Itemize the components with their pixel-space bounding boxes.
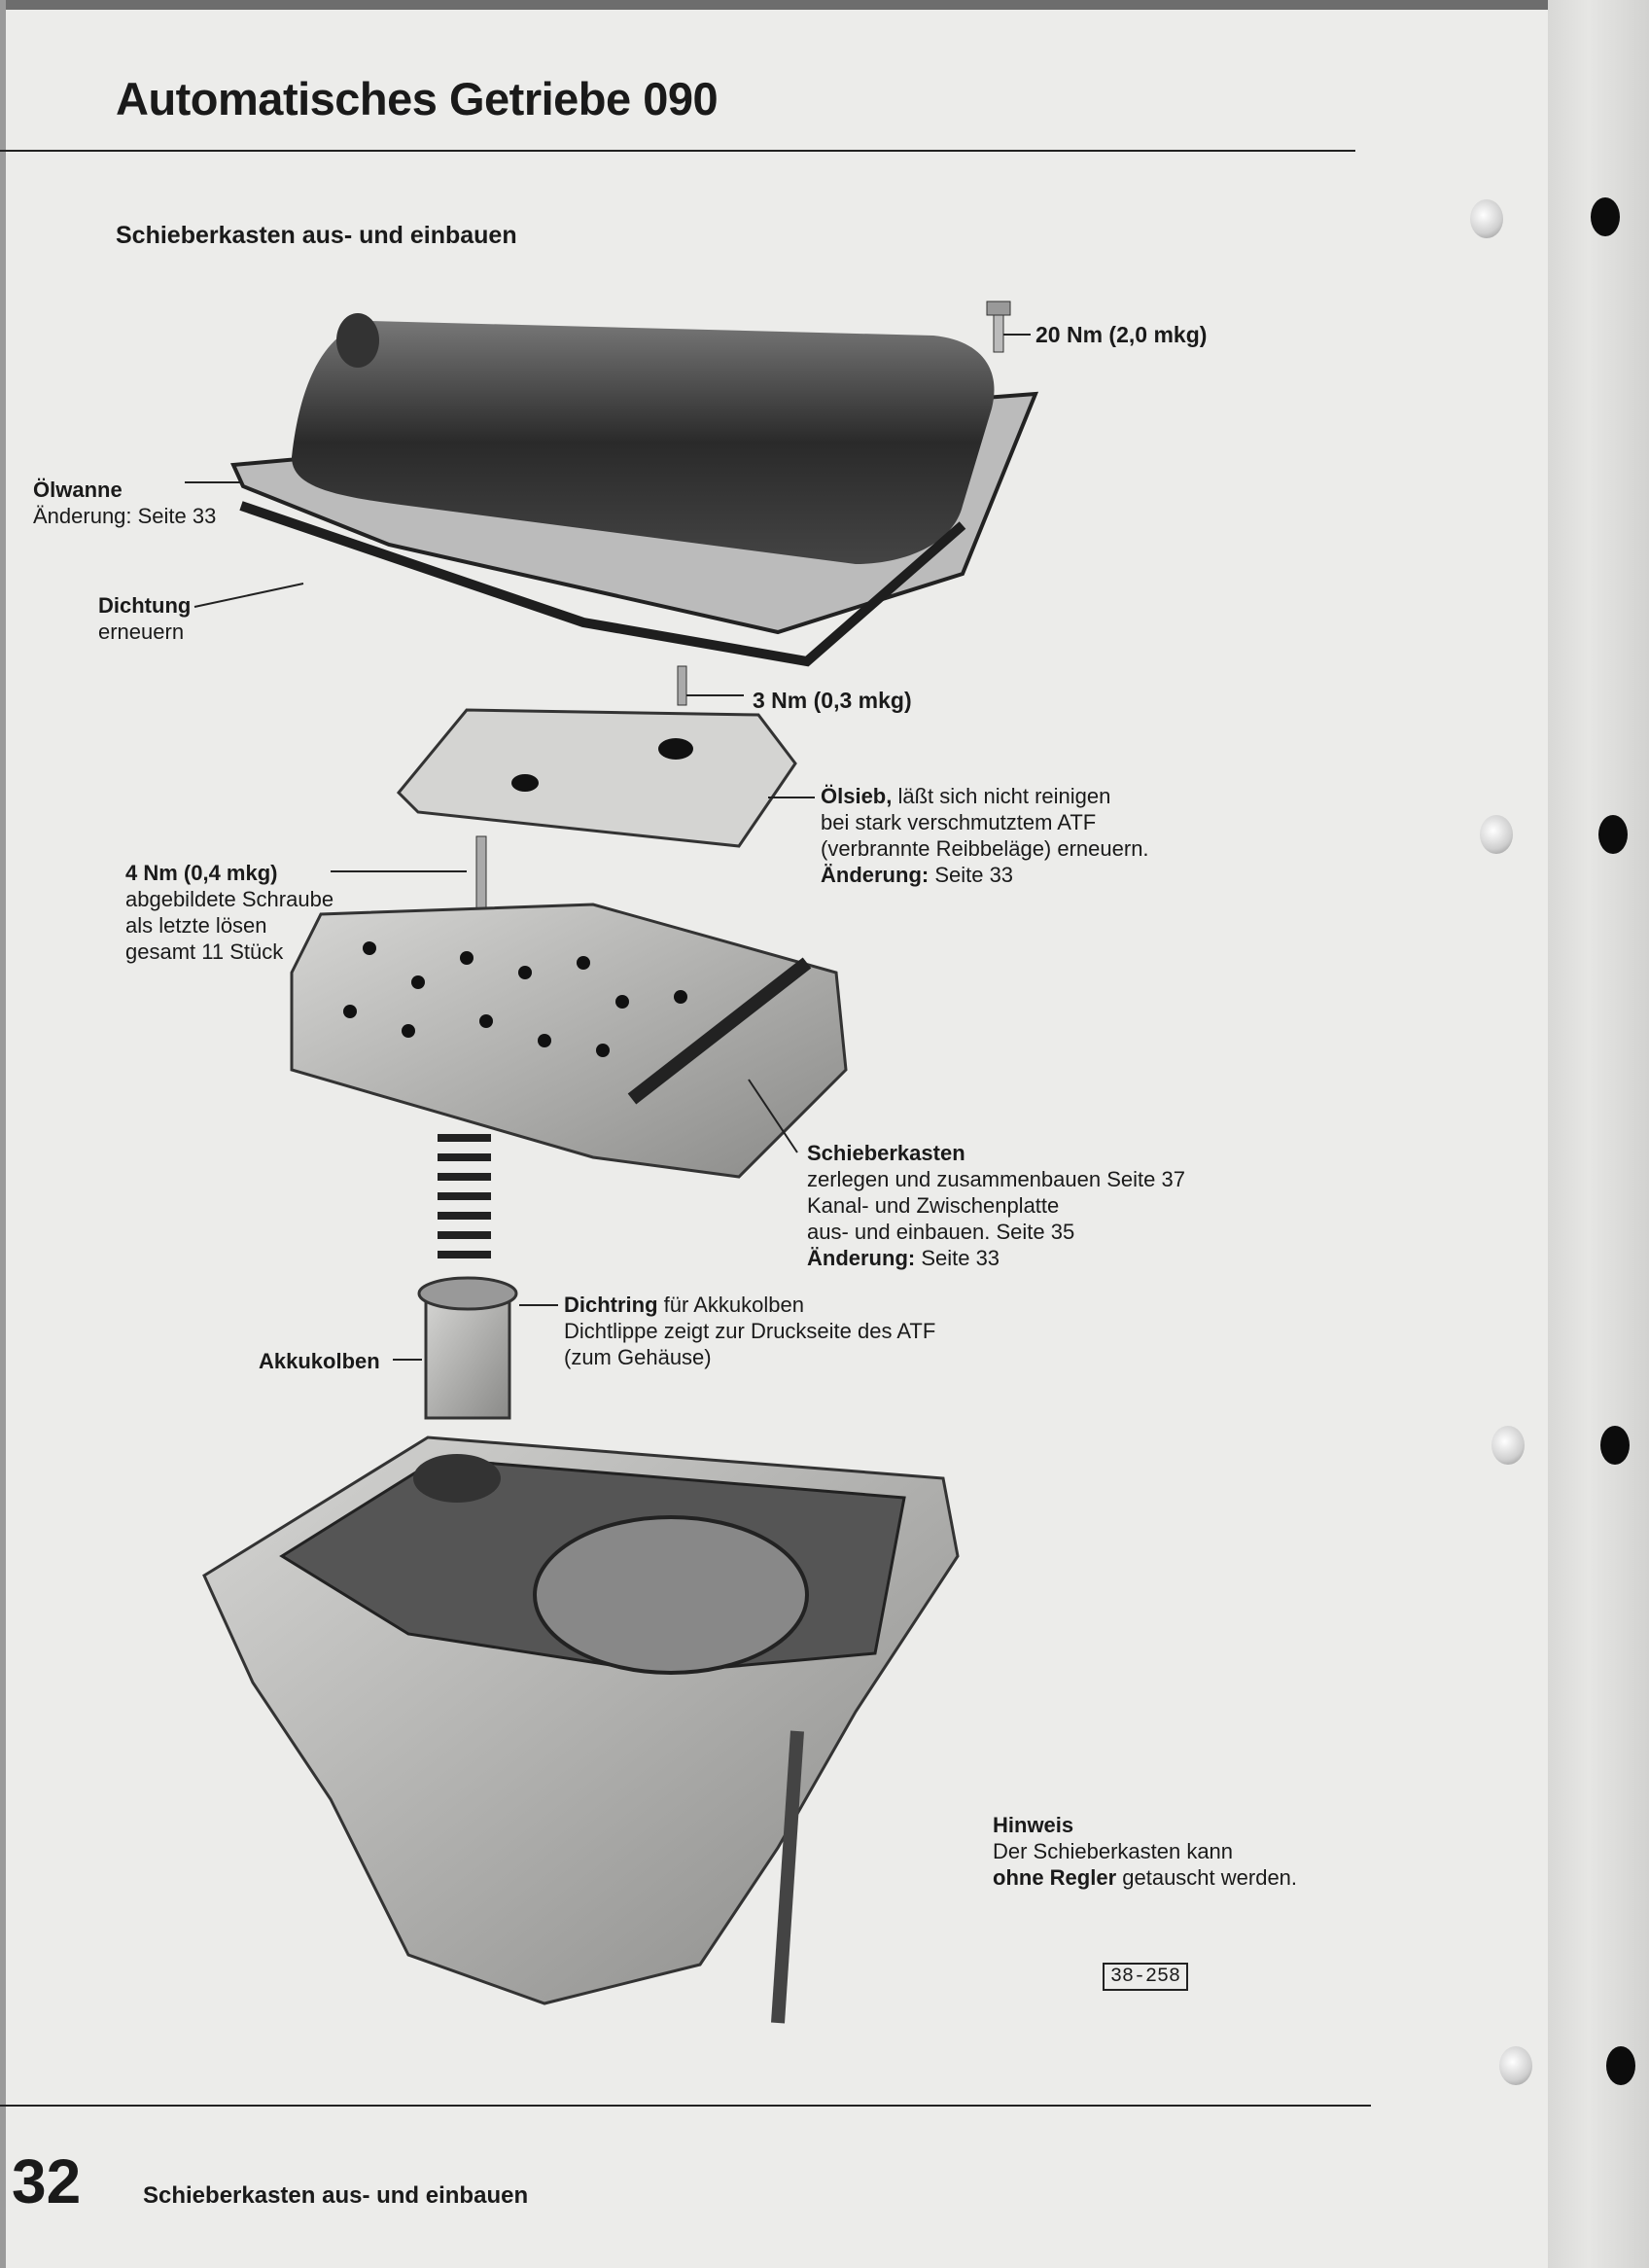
note-text: Der Schieberkasten kann xyxy=(993,1839,1234,1863)
callout-text: Änderung: Seite 33 xyxy=(33,504,217,528)
callout-text: für Akkukolben xyxy=(657,1293,804,1317)
pan-bolt xyxy=(986,301,1031,353)
header-rule xyxy=(0,150,1355,152)
note-hinweis: Hinweis Der Schieberkasten kann ohne Reg… xyxy=(993,1812,1297,1891)
callout-title: Ölsieb, xyxy=(821,784,893,808)
spring xyxy=(438,1134,491,1258)
callout-schieberkasten: Schieberkasten zerlegen und zusammenbaue… xyxy=(807,1140,1185,1271)
callout-text: Kanal- und Zwischenplatte xyxy=(807,1193,1060,1218)
punch-hole xyxy=(1480,815,1513,854)
transmission-housing xyxy=(202,1435,960,2024)
note-title: Hinweis xyxy=(993,1813,1074,1837)
figure-number: 38-258 xyxy=(1103,1963,1189,1991)
section-title: Schieberkasten aus- und einbauen xyxy=(116,222,517,249)
callout-text: erneuern xyxy=(98,620,185,644)
note-text-bold: ohne Regler xyxy=(993,1865,1117,1890)
callout-filter-bolt-torque: 3 Nm (0,3 mkg) xyxy=(753,688,912,713)
callout-text: (verbrannte Reibbeläge) erneuern. xyxy=(821,836,1149,861)
page-title: Automatisches Getriebe 090 xyxy=(116,73,719,124)
callout-title: Ölwanne xyxy=(33,478,123,502)
callout-pan-bolt-torque: 20 Nm (2,0 mkg) xyxy=(1035,322,1208,347)
punch-hole xyxy=(1591,197,1620,236)
callout-oelsieb: Ölsieb, läßt sich nicht reinigen bei sta… xyxy=(821,783,1149,888)
punch-hole xyxy=(1470,199,1503,238)
punch-hole xyxy=(1499,2046,1532,2085)
callout-text: läßt sich nicht reinigen xyxy=(892,784,1111,808)
callout-akkukolben: Akkukolben xyxy=(259,1349,380,1373)
scan-top-edge xyxy=(0,0,1649,10)
callout-valve-bolt: 4 Nm (0,4 mkg) abgebildete Schraube als … xyxy=(125,860,333,965)
footer-text: Schieberkasten aus- und einbauen xyxy=(143,2182,529,2209)
callout-text: abgebildete Schraube xyxy=(125,887,334,911)
callout-text-bold: Änderung: xyxy=(821,863,930,887)
callout-title: Dichtring xyxy=(564,1293,658,1317)
callout-title: 4 Nm (0,4 mkg) xyxy=(125,861,278,885)
callout-dichtung: Dichtung erneuern xyxy=(98,592,191,645)
callout-oelwanne: Ölwanne Änderung: Seite 33 xyxy=(33,477,216,529)
callout-text: Seite 33 xyxy=(929,863,1014,887)
punch-hole xyxy=(1600,1426,1630,1465)
punch-hole xyxy=(1598,815,1628,854)
callout-text: gesamt 11 Stück xyxy=(125,939,284,964)
valve-body xyxy=(290,835,848,1179)
binder-strip xyxy=(1548,0,1649,2268)
callout-text: als letzte lösen xyxy=(125,913,267,938)
callout-text: Seite 33 xyxy=(915,1246,1000,1270)
note-text: getauscht werden. xyxy=(1116,1865,1298,1890)
callout-text: bei stark verschmutztem ATF xyxy=(821,810,1097,834)
scan-left-edge xyxy=(0,0,6,2268)
callout-text: (zum Gehäuse) xyxy=(564,1345,712,1369)
callout-title: Dichtung xyxy=(98,593,192,618)
callout-text-bold: Änderung: xyxy=(807,1246,916,1270)
page-number: 32 xyxy=(12,2146,82,2216)
oil-filter xyxy=(396,665,815,848)
punch-hole xyxy=(1491,1426,1525,1465)
leader-line xyxy=(193,583,304,608)
punch-hole xyxy=(1606,2046,1635,2085)
callout-dichtring: Dichtring für Akkukolben Dichtlippe zeig… xyxy=(564,1292,935,1370)
callout-text: Dichtlippe zeigt zur Druckseite des ATF xyxy=(564,1319,936,1343)
callout-text: aus- und einbauen. Seite 35 xyxy=(807,1220,1075,1244)
callout-title: Schieberkasten xyxy=(807,1141,965,1165)
accumulator-piston xyxy=(393,1276,558,1420)
callout-text: zerlegen und zusammenbauen Seite 37 xyxy=(807,1167,1185,1191)
oil-pan xyxy=(185,313,1039,667)
footer-rule xyxy=(0,2105,1371,2107)
